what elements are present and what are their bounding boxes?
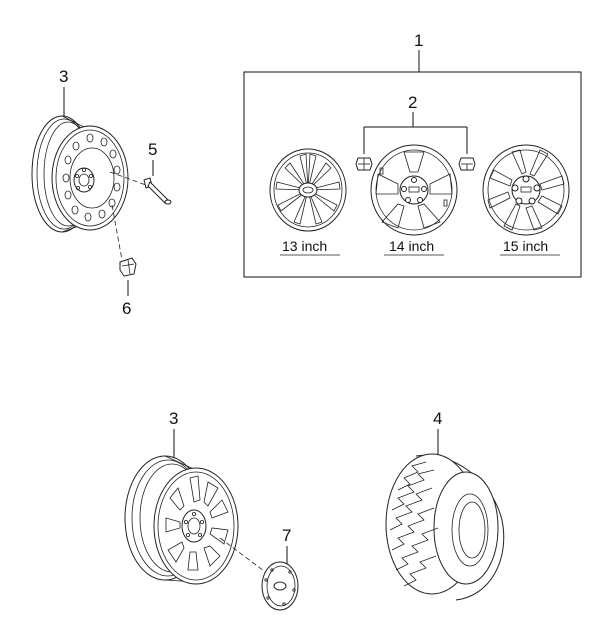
callout-5: 5 bbox=[148, 140, 157, 159]
wheel-kit-group: 1 2 bbox=[243, 31, 582, 278]
callout-6: 6 bbox=[122, 299, 131, 318]
callout-4: 4 bbox=[433, 409, 442, 428]
wheel-cover-13-icon bbox=[269, 148, 347, 232]
lug-nut-right-icon bbox=[458, 157, 476, 171]
alloy-wheel-14-icon bbox=[370, 144, 458, 236]
callout-3-top: 3 bbox=[59, 67, 68, 86]
center-cap-icon bbox=[261, 561, 299, 611]
size-label-14: 14 inch bbox=[389, 238, 434, 254]
wheel-kit-box bbox=[243, 71, 582, 278]
valve-dash-line bbox=[109, 171, 147, 186]
valve-stem-icon bbox=[143, 177, 172, 205]
tire-icon bbox=[385, 453, 505, 601]
nut-dash-line bbox=[111, 204, 123, 261]
lug-nut-left-icon bbox=[355, 157, 373, 171]
steel-wheel-top-group: 3 bbox=[31, 67, 172, 318]
callout-3-bottom: 3 bbox=[169, 409, 178, 428]
size-label-15: 15 inch bbox=[503, 238, 548, 254]
steel-wheel-bottom-group: 3 bbox=[124, 409, 299, 611]
alloy-wheel-15-icon bbox=[482, 144, 570, 236]
steel-wheel-top-icon bbox=[31, 115, 129, 233]
callout-1: 1 bbox=[414, 31, 423, 50]
cap-dash-line bbox=[219, 537, 269, 575]
callout-2: 2 bbox=[408, 93, 417, 112]
callout-7: 7 bbox=[282, 526, 291, 545]
tire-group: 4 bbox=[385, 409, 505, 601]
wheel-nut-icon bbox=[119, 257, 137, 277]
steel-wheel-bottom-icon bbox=[124, 455, 239, 585]
size-label-13: 13 inch bbox=[282, 238, 327, 254]
